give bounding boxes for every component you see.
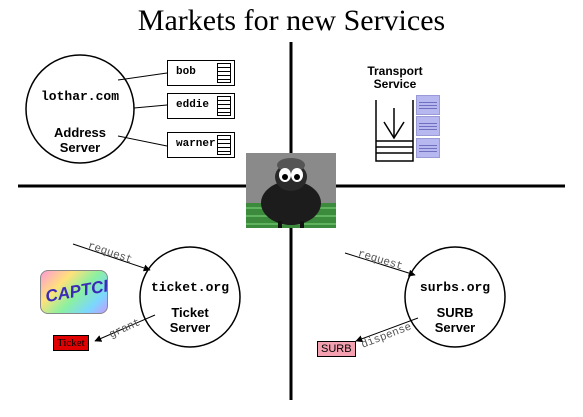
- transport-label-line2: Service: [373, 77, 417, 91]
- surb-token[interactable]: SURB: [317, 341, 356, 357]
- surb-server-name: surbs.org: [419, 280, 491, 295]
- address-role-line1: Address: [53, 125, 107, 140]
- ticket-grant-arrow: [94, 314, 156, 342]
- transport-label: Transport Service: [360, 65, 430, 91]
- surb-request-arrow: [344, 252, 416, 277]
- ticket-role-line2: Server: [169, 320, 211, 335]
- address-role-line2: Server: [59, 140, 101, 155]
- ticket-token[interactable]: Ticket: [53, 335, 89, 351]
- transport-label-line1: Transport: [367, 64, 423, 78]
- ticket-role-line1: Ticket: [171, 305, 209, 320]
- sheep-icon: [246, 153, 336, 228]
- message-doc-icon: [416, 116, 440, 136]
- surb-role-line2: Server: [434, 320, 476, 335]
- inbox-tray-icon: [375, 100, 414, 162]
- user-box-bob[interactable]: bob: [167, 60, 235, 86]
- link-eddie: [133, 104, 168, 109]
- user-box-eddie[interactable]: eddie: [167, 93, 235, 119]
- mailbox-icon: [217, 135, 231, 155]
- user-label-bob: bob: [176, 66, 196, 78]
- address-server-circle: [25, 54, 135, 164]
- mailbox-icon: [217, 96, 231, 116]
- captcha-text: CAPTCHA: [43, 272, 108, 307]
- address-server-name: lothar.com: [40, 89, 119, 104]
- captcha-image[interactable]: CAPTCHA: [40, 270, 108, 314]
- address-server-role: Address Server: [30, 125, 130, 155]
- surb-server-role: SURB Server: [405, 305, 505, 335]
- message-doc-icon: [416, 95, 440, 115]
- surb-server-circle: [404, 246, 506, 348]
- link-bob: [117, 72, 168, 81]
- surb-dispense-arrow: [355, 317, 419, 343]
- user-label-eddie: eddie: [176, 99, 210, 111]
- message-doc-icon: [416, 138, 440, 158]
- ticket-server-circle: [139, 246, 241, 348]
- ticket-server-role: Ticket Server: [140, 305, 240, 335]
- link-warner: [117, 135, 168, 147]
- page-title: Markets for new Services: [137, 4, 446, 37]
- surb-role-line1: SURB: [436, 305, 474, 320]
- ticket-request-arrow: [72, 243, 151, 272]
- user-box-warner[interactable]: warner: [167, 132, 235, 158]
- user-label-warner: warner: [176, 138, 216, 150]
- mailbox-icon: [217, 63, 231, 83]
- ticket-server-name: ticket.org: [150, 280, 229, 295]
